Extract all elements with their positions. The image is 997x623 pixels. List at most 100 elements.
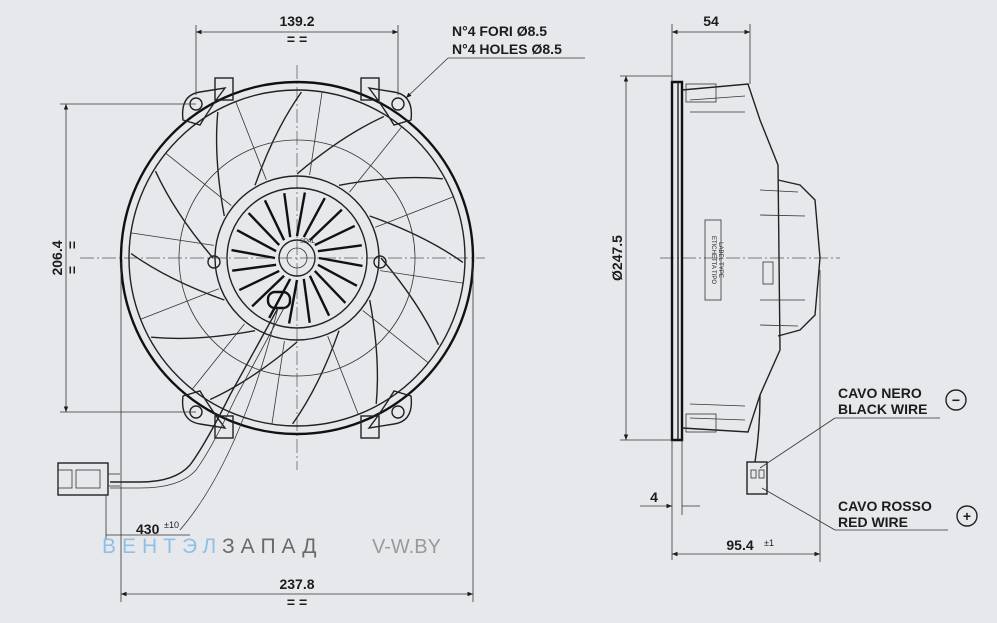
red-wire-label-it: CAVO ROSSO (838, 498, 932, 514)
hub-rib (302, 278, 311, 323)
dim-54: 54 (671, 13, 751, 84)
hub-rib (236, 229, 277, 253)
fan-blade (254, 91, 302, 186)
cable-tolerance: ±10 (164, 520, 179, 530)
fan-blade (151, 330, 256, 340)
label-area (704, 219, 722, 301)
side-flange (670, 80, 684, 442)
mounting-ears (181, 77, 413, 439)
holes-label-it: N°4 FORI Ø8.5 (452, 23, 547, 39)
hub-rib (238, 269, 280, 292)
minus-symbol: − (952, 392, 960, 408)
cable-length-label: 430 (136, 521, 160, 537)
side-wire (754, 394, 761, 463)
dim-diameter-label: Ø247.5 (609, 235, 625, 281)
shroud-spoke (165, 152, 232, 206)
fan-blade (215, 112, 225, 217)
hub-rib (251, 274, 285, 308)
hub-rib (317, 244, 362, 253)
dim-95: 95.4 ±1 (672, 270, 821, 562)
shroud-spoke (235, 101, 267, 180)
cable-grommet (266, 290, 292, 310)
svg-text:=: = (64, 241, 80, 249)
minus-icon (945, 389, 967, 411)
fan-blade (209, 341, 298, 401)
shroud-spoke (349, 126, 403, 193)
connector (57, 462, 120, 496)
side-motor (777, 179, 821, 337)
hub-rib (231, 248, 276, 260)
svg-text:=: = (64, 266, 80, 274)
hub-rib (247, 212, 281, 246)
fan-blade (292, 330, 340, 425)
front-view: SPAL 139.2 = = 206.4 = = (49, 13, 585, 610)
shroud-inner-ring (128, 89, 466, 427)
shroud-spoke (130, 232, 214, 246)
shroud-spoke (375, 196, 454, 228)
black-wire-callout: CAVO NERO BLACK WIRE − (759, 385, 967, 469)
label-text-en: LABEL TYPE (717, 242, 723, 278)
dim-bottom-front: 237.8 = = (120, 262, 474, 610)
shroud-spoke (380, 270, 464, 284)
shroud-spoke (362, 310, 429, 364)
hub-rib (317, 263, 358, 287)
hub-rib (232, 263, 277, 272)
holes-callout: N°4 FORI Ø8.5 N°4 HOLES Ø8.5 (405, 23, 585, 99)
dim-4-label: 4 (650, 489, 658, 505)
fan-blade (380, 257, 440, 346)
fan-blade (130, 253, 225, 301)
blade-tip-ring (178, 139, 416, 377)
hub-rib (263, 199, 286, 241)
fan-blade (338, 176, 443, 186)
fan-blade (154, 170, 214, 259)
shroud-spoke (271, 341, 285, 425)
watermark-part2: ЗАПАД (222, 535, 322, 558)
holes-label-en: N°4 HOLES Ø8.5 (452, 41, 562, 57)
fan-blades (130, 91, 464, 425)
hub-rib (283, 193, 292, 238)
dim-left-front: 206.4 = = (49, 103, 196, 413)
shroud-spoke (309, 91, 323, 175)
svg-text:= =: = = (287, 594, 307, 610)
side-connector (746, 461, 768, 495)
red-wire-label-en: RED WIRE (838, 514, 908, 530)
dim-diameter: Ø247.5 (609, 75, 672, 441)
plus-symbol: + (963, 508, 971, 524)
dim-54-label: 54 (703, 13, 719, 29)
hub-logo: SPAL (300, 239, 316, 245)
hub-rib (268, 278, 292, 319)
motor-hub: SPAL (207, 175, 387, 341)
label-text-it: ETICHETTA TIPO (710, 236, 716, 284)
watermark-part1: ВЕНТЭЛ (102, 535, 222, 558)
hub-rib (314, 224, 356, 247)
hub-rib (295, 192, 307, 237)
dim-95-tolerance: ±1 (764, 538, 774, 548)
shroud-spoke (140, 288, 219, 320)
plus-icon (956, 505, 978, 527)
hub-rib (318, 256, 363, 268)
dim-top-front: 139.2 = = (195, 13, 399, 95)
shroud-spoke (327, 336, 359, 415)
fan-blade (369, 215, 464, 263)
shroud-outer-ring (119, 80, 475, 436)
black-wire-label-en: BLACK WIRE (838, 401, 927, 417)
hub-rib (302, 197, 326, 238)
fan-blade (296, 115, 385, 175)
watermark: ВЕНТЭЛ ЗАПАД V-W.BY (102, 535, 441, 558)
cable (110, 307, 279, 483)
shroud-spoke (191, 323, 245, 390)
dim-4: 4 (640, 440, 700, 560)
dim-206-label: 206.4 (49, 240, 65, 275)
svg-text:= =: = = (287, 31, 307, 47)
side-body (681, 83, 781, 433)
hub-rib (313, 270, 347, 304)
black-wire-label-it: CAVO NERO (838, 385, 922, 401)
dim-cable-length: 430 ±10 (105, 307, 279, 540)
fan-blade (369, 299, 379, 404)
dim-237-label: 237.8 (279, 576, 314, 592)
red-wire-callout: CAVO ROSSO RED WIRE + (761, 487, 978, 531)
hub-rib (309, 208, 343, 242)
side-view: ETICHETTA TIPO LABEL TYPE 54 Ø247.5 4 (609, 13, 978, 562)
